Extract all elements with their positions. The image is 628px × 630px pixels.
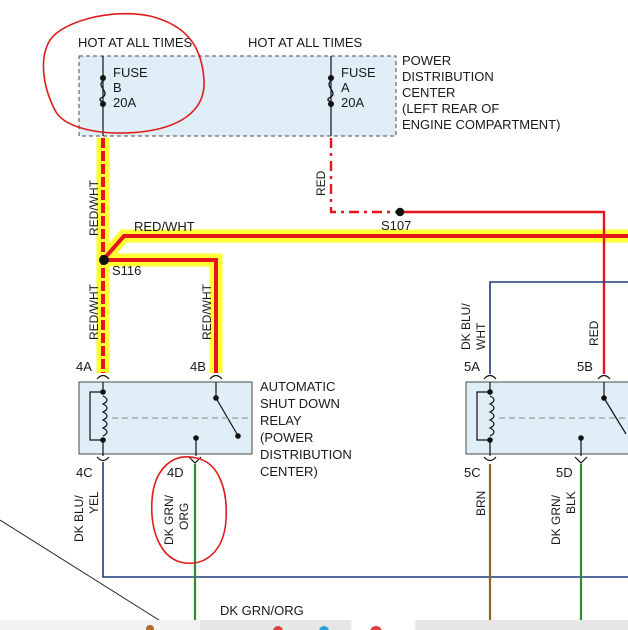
relay-5-box: [465, 374, 628, 464]
wire-label-dk-blu-yel-2: YEL: [87, 491, 101, 514]
bottom-cropped-tab-3: [416, 620, 628, 630]
fuse-b-label-1: FUSE: [113, 65, 148, 80]
annotation-circle-fuse-b: [42, 12, 205, 134]
diagonal-leader-line: [0, 519, 163, 623]
fuse-b: FUSE B 20A: [99, 56, 148, 136]
pin-5a-label: 5A: [464, 359, 480, 374]
bottom-cropped-tab-2: [352, 620, 414, 630]
asd-label-line-4: (POWER: [260, 430, 313, 445]
hot-at-all-times-label-right: HOT AT ALL TIMES: [248, 35, 362, 50]
wire-label-dk-grn-blk-1: DK GRN/: [549, 494, 563, 545]
red-wht-wire-horizontal: [101, 234, 628, 262]
bottom-cropped-icon-4: [370, 626, 382, 630]
pdc-label-line-4: (LEFT REAR OF: [402, 101, 499, 116]
dk-blu-wht-wire: [489, 281, 628, 374]
pin-4d-label: 4D: [167, 465, 184, 480]
pin-5d-label: 5D: [556, 465, 573, 480]
splice-s107-dot: [395, 207, 405, 217]
wire-label-dk-grn-org-bottom: DK GRN/ORG: [220, 603, 304, 618]
bottom-cropped-icon-3: [319, 626, 329, 630]
wire-label-red-wht-4a: RED/WHT: [87, 283, 101, 340]
pdc-label-line-1: POWER: [402, 53, 451, 68]
pdc-label-line-5: ENGINE COMPARTMENT): [402, 117, 560, 132]
red-wht-wire-4b: [103, 258, 218, 373]
asd-label-line-2: SHUT DOWN: [260, 396, 340, 411]
bottom-cropped-icon-2: [273, 626, 283, 630]
wire-label-red-wht-4b: RED/WHT: [200, 283, 214, 340]
power-distribution-center-box: [78, 55, 397, 137]
pin-4c-label: 4C: [76, 465, 93, 480]
red-wht-circuit-highlight: [96, 138, 628, 373]
bottom-cropped-icon-1: [146, 625, 154, 630]
pdc-label-line-2: DISTRIBUTION: [402, 69, 494, 84]
power-distribution-center-label: POWER DISTRIBUTION CENTER (LEFT REAR OF …: [402, 53, 560, 132]
pin-4a-label: 4A: [76, 359, 92, 374]
wire-label-red: RED: [314, 170, 328, 196]
asd-label-line-3: RELAY: [260, 413, 302, 428]
wire-label-dk-blu-wht-2: WHT: [474, 322, 488, 350]
annotation-circle-4d: [150, 456, 228, 564]
fuse-a-label-3: 20A: [341, 95, 364, 110]
fuse-a-label-2: A: [341, 80, 350, 95]
wire-label-red-wht-top: RED/WHT: [87, 179, 101, 236]
fuse-b-label-2: B: [113, 80, 122, 95]
red-wire-from-fuse-a: [329, 138, 400, 214]
pin-5b-label: 5B: [577, 359, 593, 374]
bottom-cropped-tab-1: [200, 620, 350, 630]
hot-at-all-times-label-left: HOT AT ALL TIMES: [78, 35, 192, 50]
red-wire-to-5b: [400, 210, 606, 374]
asd-label-line-1: AUTOMATIC: [260, 379, 335, 394]
pin-4b-label: 4B: [190, 359, 206, 374]
fuse-a-label-1: FUSE: [341, 65, 376, 80]
splice-s116-label: S116: [112, 263, 141, 278]
wire-label-dk-blu-yel-1: DK BLU/: [72, 495, 86, 542]
wire-label-dk-grn-org-2: ORG: [177, 503, 191, 530]
asd-label-line-5: DISTRIBUTION: [260, 447, 352, 462]
wire-label-dk-blu-wht-1: DK BLU/: [459, 303, 473, 350]
wire-label-dk-grn-blk-2: BLK: [564, 491, 578, 514]
asd-relay-label: AUTOMATIC SHUT DOWN RELAY (POWER DISTRIB…: [260, 379, 352, 479]
pin-5c-label: 5C: [464, 465, 481, 480]
wire-label-red-wht-horizontal: RED/WHT: [134, 219, 195, 234]
fuse-b-label-3: 20A: [113, 95, 136, 110]
automatic-shutdown-relay: [78, 374, 253, 464]
pdc-label-line-3: CENTER: [402, 85, 455, 100]
dk-blu-yel-wire: [102, 462, 628, 578]
fuse-a: FUSE A 20A: [327, 56, 376, 136]
asd-label-line-6: CENTER): [260, 464, 318, 479]
wire-label-dk-grn-org-1: DK GRN/: [162, 494, 176, 545]
wire-label-red-5b: RED: [587, 320, 601, 346]
wire-label-brn: BRN: [474, 491, 488, 516]
splice-s116-dot: [99, 255, 109, 265]
splice-s107-label: S107: [381, 218, 411, 233]
